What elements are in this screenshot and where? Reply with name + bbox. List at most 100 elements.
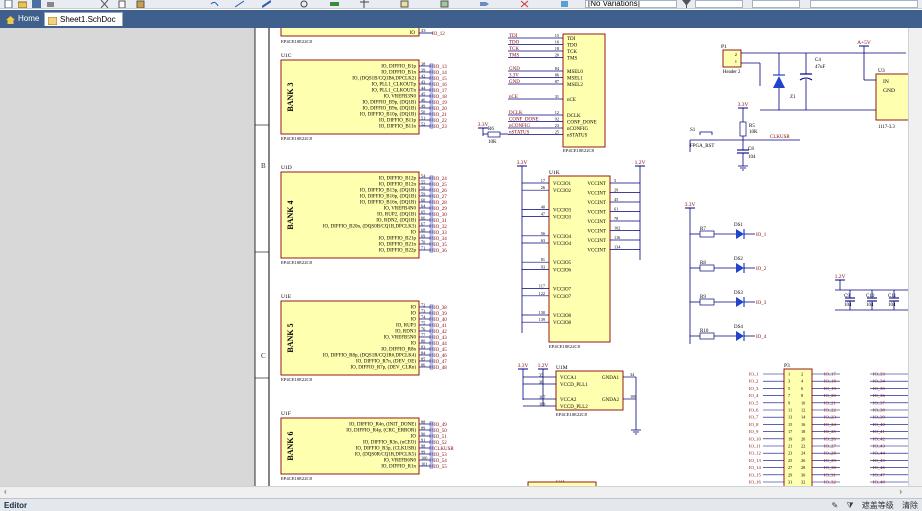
power-left-pin-name: VCCIO8 (553, 321, 572, 326)
power-left-pin-num: 63 (541, 238, 545, 243)
bank3-pin-name: IO, DIFFIO_B11n (379, 125, 417, 130)
bank4-net-label: IO_27 (434, 195, 447, 200)
toolbar-field-3[interactable] (810, 0, 918, 8)
connector-row-14-pin-a: 29 (788, 472, 792, 477)
editor-panel-label[interactable]: Editor (4, 501, 28, 510)
mask-level-button[interactable]: 遮盖等级 (861, 501, 894, 510)
bank5-pin-num: 80 (421, 339, 425, 344)
top-bank-io-num: 33 (421, 28, 426, 33)
bank3-pin-num: 45 (421, 92, 425, 97)
pll-footer: EP4CE10E22C8 (556, 412, 588, 417)
filter-icon[interactable] (682, 0, 691, 8)
scroll-left-arrow[interactable]: ‹ (4, 487, 7, 496)
bank6-pin-name: IO, DIFFIO_R3p, (CLKUSR) (356, 447, 417, 452)
bank4-net-label: IO_32 (434, 225, 447, 230)
power-part-ref: U1K (549, 170, 560, 176)
pll-left-pin-name: VCCA1 (560, 376, 577, 381)
config-msel-pin-name: MSEL1 (567, 77, 583, 82)
no-erc-icon[interactable] (520, 0, 529, 8)
new-doc-icon[interactable] (4, 0, 13, 9)
wire-tool-icon[interactable] (234, 0, 245, 8)
bank4-pin-num: 68 (421, 228, 425, 233)
save-icon[interactable] (32, 0, 41, 8)
paste-icon[interactable] (136, 0, 145, 9)
bank5-pin-num: 72 (421, 303, 425, 308)
variations-select[interactable]: [No Variations] (585, 0, 677, 8)
bank4-pin-name: IO, DIFFIO_B16p, (DQ1B) (360, 195, 416, 200)
bank3-part-ref: U1C (281, 53, 292, 59)
top-bank-body (280, 28, 420, 37)
config-jtag-pin-name: TDO (567, 44, 578, 49)
connector-row-14-left-net: IO_15 (749, 472, 761, 477)
led-1-ref: DS2 (734, 257, 743, 262)
config-jtag-pin-name: TCK (567, 50, 577, 55)
bank3-body (280, 59, 420, 135)
connector-ref: P3 (784, 363, 790, 369)
cut-icon[interactable] (100, 0, 109, 9)
bank6-pin-num: 91 (421, 438, 425, 443)
config-jtag-pin-net: TCK (509, 47, 519, 52)
bus-tool-icon[interactable] (261, 0, 272, 8)
led-0-diode-icon (736, 229, 744, 239)
toolbar-field-2[interactable] (752, 0, 800, 8)
config-msel-pin-net: 3.3V (509, 74, 519, 79)
tab-sheet1-schdoc[interactable]: Sheet1.SchDoc (44, 12, 123, 26)
reset-s1-name: FPGA_RST (690, 144, 714, 149)
undo-icon[interactable] (210, 0, 219, 8)
led-2-diode-icon (736, 297, 744, 307)
print-icon[interactable] (46, 0, 55, 8)
config-r6-value: 10K (488, 140, 497, 145)
bank3-net-label: IO_23 (434, 125, 447, 130)
bank6-footer: EP4CE10E22C8 (281, 476, 313, 481)
connector-row-12-left-net: IO_13 (749, 458, 761, 463)
clear-button[interactable]: 清除 (902, 501, 918, 510)
bank5-body (280, 300, 420, 376)
toolbar-field-1[interactable] (695, 0, 743, 8)
bank5-pin-marker (429, 328, 434, 334)
regulator-pin-in: IN (883, 79, 889, 85)
net-label-icon[interactable] (330, 0, 339, 8)
led-3-diode-icon (736, 331, 744, 341)
bank3-pin-name: IO, DIFFIO_B11p (379, 119, 417, 124)
pencil-icon[interactable]: ✎ (831, 501, 839, 510)
power-left-pin-num: 130 (539, 310, 545, 315)
connector-row-14-right-net: IO_31 (824, 472, 836, 477)
pll-left-pin-name: VCCD_PLL1 (560, 383, 588, 388)
port-icon[interactable] (480, 0, 489, 8)
horizontal-scrollbar[interactable]: ‹ › (0, 486, 922, 498)
scroll-right-arrow[interactable]: › (899, 487, 902, 496)
connector-row-7-pin-b: 16 (801, 422, 806, 427)
bank6-pin-num: 98 (421, 444, 425, 449)
pll-left-pin-name: VCCA2 (560, 398, 577, 403)
zoom-icon[interactable] (300, 0, 309, 8)
sheet-symbol-icon[interactable] (440, 0, 449, 8)
connector-row-8-pin-b: 18 (801, 429, 805, 434)
connector-row-9-left-net: IO_10 (749, 436, 761, 441)
bank5-pin-name: IO (411, 318, 417, 323)
bank4-net-label: IO_36 (434, 249, 447, 254)
connector-row-11-left-net: IO_12 (749, 451, 761, 456)
bank5-pin-num: 83 (421, 345, 425, 350)
power-port-icon[interactable] (360, 0, 369, 8)
bank4-pin-marker (429, 223, 434, 229)
power-left-pin-num: 56 (541, 231, 546, 236)
bank4-pin-marker (429, 205, 434, 211)
bank4-pin-marker (429, 235, 434, 241)
connector-row-13-pin-b: 28 (801, 465, 805, 470)
vertical-scrollbar[interactable] (908, 28, 922, 486)
power-right-pin-num: 61 (614, 207, 618, 212)
connector-row-14-pin-b: 30 (801, 472, 805, 477)
compile-icon[interactable] (560, 0, 569, 8)
bank4-pin-name: IO, RUP2, (DQ1B) (377, 213, 416, 218)
part-icon[interactable] (400, 0, 409, 8)
bank5-pin-marker (429, 310, 434, 316)
bank4-pin-name: IO, DIFFIO_B12p (379, 177, 417, 182)
tab-home[interactable]: Home (3, 12, 45, 26)
top-toolbar: [No Variations] (0, 0, 922, 9)
filter-toggle-icon[interactable]: ⧩ (846, 501, 854, 510)
bank5-pin-marker (429, 358, 434, 364)
open-icon[interactable] (17, 0, 28, 9)
copy-icon[interactable] (118, 0, 127, 9)
